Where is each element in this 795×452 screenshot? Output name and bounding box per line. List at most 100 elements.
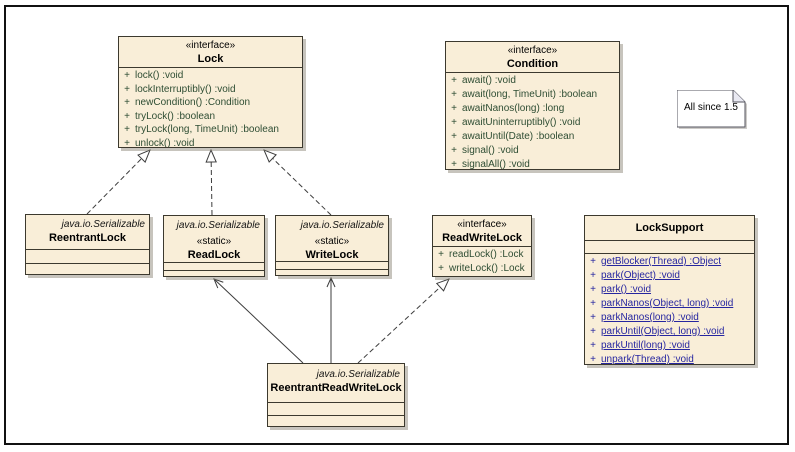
- class-name: LockSupport: [635, 222, 704, 234]
- stereotype-label: «interface»: [507, 45, 558, 56]
- method-row: + parkUntil(long) :void: [585, 339, 754, 353]
- empty-attributes-compartment: [164, 262, 264, 270]
- method-signature: park(Object) :void: [601, 270, 680, 281]
- empty-attributes-compartment: [26, 249, 149, 263]
- class-locksupport-methods: +getBlocker(Thread) :Object+park(Object)…: [585, 253, 754, 364]
- method-row: +parkNanos(long) :void: [585, 311, 754, 325]
- visibility-public-symbol: +: [590, 298, 596, 309]
- method-signature: newCondition() :Condition: [135, 97, 251, 108]
- method-row: +getBlocker(Thread) :Object: [585, 255, 754, 269]
- visibility-public-symbol: +: [590, 256, 596, 267]
- method-signature: park() :void: [601, 284, 652, 295]
- method-row: +newCondition() :Condition: [119, 96, 302, 110]
- visibility-public-symbol: +: [124, 137, 130, 148]
- visibility-public-symbol: +: [451, 75, 457, 86]
- class-readlock[interactable]: java.io.Serializable «static» ReadLock: [163, 215, 265, 277]
- visibility-public-symbol: +: [438, 249, 444, 260]
- method-row: +readLock() :Lock: [433, 248, 531, 262]
- class-condition[interactable]: «interface» Condition +await() :void+awa…: [445, 41, 620, 170]
- class-readwritelock-methods: +readLock() :Lock+ writeLock() :Lock: [433, 246, 531, 276]
- method-row: +tryLock(long, TimeUnit) :boolean: [119, 123, 302, 137]
- class-writelock-header: java.io.Serializable «static» WriteLock: [276, 216, 388, 261]
- visibility-public-symbol: +: [451, 159, 457, 169]
- visibility-public-symbol: +: [590, 340, 596, 351]
- method-signature: lock() :void: [135, 70, 184, 81]
- stereotype-label: «static»: [196, 236, 232, 247]
- empty-attributes-compartment: [276, 261, 388, 269]
- stereotype-label: «interface»: [185, 40, 236, 51]
- class-lock[interactable]: «interface» Lock + lock() :void +lockInter…: [118, 36, 303, 148]
- method-row: + park() :void: [585, 283, 754, 297]
- class-locksupport[interactable]: LockSupport +getBlocker(Thread) :Object+…: [584, 215, 755, 365]
- realization-writelock-to-lock: [264, 150, 332, 216]
- stereotype-label: «static»: [314, 236, 350, 247]
- visibility-public-symbol: +: [590, 312, 596, 323]
- serializable-annotation: java.io.Serializable: [61, 219, 145, 230]
- empty-attributes-compartment: [585, 240, 754, 253]
- class-name: Condition: [506, 58, 559, 70]
- method-signature: tryLock() :boolean: [135, 110, 216, 122]
- method-row: +await(long, TimeUnit) :boolean: [446, 88, 619, 102]
- visibility-public-symbol: +: [124, 70, 130, 81]
- empty-operations-compartment: [26, 263, 149, 274]
- method-signature: signalAll() :void: [462, 159, 530, 169]
- method-row: + awaitUninterruptibly() :void: [446, 116, 619, 130]
- method-signature: signal() :void: [462, 145, 519, 156]
- realization-readlock-to-lock: [211, 150, 212, 216]
- visibility-public-symbol: +: [451, 117, 457, 128]
- visibility-public-symbol: +: [124, 110, 130, 122]
- method-row: +unpark(Thread) :void: [585, 353, 754, 364]
- visibility-public-symbol: +: [590, 270, 596, 281]
- method-row: + park(Object) :void: [585, 269, 754, 283]
- empty-operations-compartment: [268, 415, 404, 426]
- method-signature: writeLock() :Lock: [449, 263, 525, 274]
- empty-operations-compartment: [276, 269, 388, 275]
- class-name: ReadWriteLock: [442, 232, 522, 244]
- visibility-public-symbol: +: [451, 131, 457, 142]
- serializable-annotation: java.io.Serializable: [300, 220, 384, 231]
- visibility-public-symbol: +: [590, 284, 596, 295]
- method-row: + signalAll() :void: [446, 158, 619, 169]
- method-signature: unpark(Thread) :void: [601, 354, 694, 364]
- class-readwritelock[interactable]: «interface» ReadWriteLock +readLock() :L…: [432, 215, 532, 277]
- class-lock-methods: +lock() :void+lockInterruptibly() :void+…: [119, 67, 302, 147]
- class-name: ReadLock: [187, 249, 241, 261]
- note-shape: [677, 90, 747, 129]
- method-row: + parkNanos(Object, long) :void: [585, 297, 754, 311]
- note-text: All since 1.5: [684, 102, 738, 113]
- method-row: +awaitUntil(Date) :boolean: [446, 130, 619, 144]
- method-row: + writeLock() :Lock: [433, 262, 531, 276]
- method-row: +signal() :void: [446, 144, 619, 158]
- visibility-public-symbol: +: [438, 263, 444, 274]
- method-row: +parkUntil(Object, long) :void: [585, 325, 754, 339]
- visibility-public-symbol: +: [451, 103, 457, 114]
- realization-reentrantlock-to-lock: [86, 150, 150, 215]
- method-signature: await() :void: [462, 75, 516, 86]
- class-name: Lock: [197, 53, 224, 65]
- method-signature: await(long, TimeUnit) :boolean: [462, 89, 598, 100]
- method-signature: parkUntil(long) :void: [601, 340, 690, 351]
- visibility-public-symbol: +: [124, 83, 130, 95]
- class-name: ReentrantLock: [48, 232, 127, 244]
- empty-attributes-compartment: [268, 402, 404, 415]
- method-row: +lockInterruptibly() :void: [119, 83, 302, 97]
- class-reentrantreadwritelock[interactable]: java.io.Serializable ReentrantReadWriteL…: [267, 363, 405, 427]
- class-writelock[interactable]: java.io.Serializable «static» WriteLock: [275, 215, 389, 276]
- class-locksupport-header: LockSupport: [585, 216, 754, 240]
- class-reentrantlock[interactable]: java.io.Serializable ReentrantLock: [25, 214, 150, 275]
- method-signature: awaitUninterruptibly() :void: [462, 117, 581, 128]
- serializable-annotation: java.io.Serializable: [316, 369, 400, 380]
- association-reentrantreadwritelock-to-readlock: [213, 278, 304, 364]
- method-signature: unlock() :void: [135, 137, 195, 148]
- class-readlock-header: java.io.Serializable «static» ReadLock: [164, 216, 264, 262]
- method-row: + await() :void: [446, 74, 619, 88]
- method-row: + lock() :void: [119, 69, 302, 83]
- class-condition-header: «interface» Condition: [446, 42, 619, 72]
- serializable-annotation: java.io.Serializable: [176, 220, 260, 231]
- method-signature: parkNanos(Object, long) :void: [601, 298, 734, 309]
- uml-note[interactable]: All since 1.5: [677, 90, 747, 129]
- method-signature: parkUntil(Object, long) :void: [601, 326, 725, 337]
- method-row: + unlock() :void: [119, 137, 302, 148]
- class-lock-header: «interface» Lock: [119, 37, 302, 67]
